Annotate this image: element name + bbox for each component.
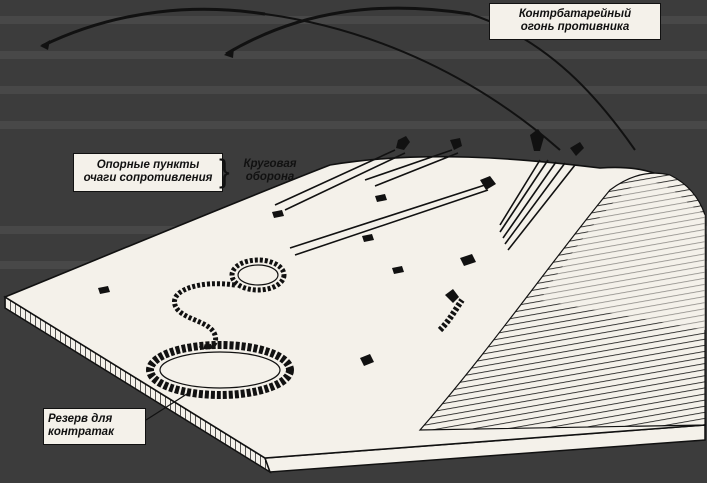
soldier-icon [362, 234, 374, 242]
strongpoints-line-1: Опорные пункты [96, 159, 200, 171]
trench-ring-small [229, 257, 287, 293]
fire-line-5 [289, 184, 486, 249]
fire-line-9 [502, 161, 557, 239]
strongpoints-label: Опорные пункты очаги сопротивления [73, 153, 223, 192]
fire-line-3 [364, 149, 453, 181]
fire-line-11 [507, 164, 576, 251]
soldier-icon [375, 194, 387, 202]
fire-lines [274, 149, 576, 256]
strongpoints-line-2: очаги сопротивления [83, 172, 213, 184]
fire-line-10 [504, 162, 566, 245]
reserve-pointer [145, 391, 191, 421]
fire-arc-1 [41, 7, 266, 48]
reserve-line-2: контратак [48, 426, 114, 438]
fire-arc-4 [264, 13, 561, 151]
soldier-icon [450, 138, 462, 150]
circular-defense-label: Круговая оборона [227, 153, 313, 192]
soldier-icon [396, 136, 410, 150]
soldier-icon [480, 176, 496, 190]
trench-ring-large-inner [159, 351, 281, 389]
brace-icon: } [219, 153, 230, 189]
soldier-icon [392, 266, 404, 274]
soldier-icon [272, 210, 284, 218]
trench-ring-large [146, 341, 294, 399]
trench-ring-inner [237, 264, 279, 286]
soldier-icon [460, 254, 476, 266]
circular-defense-line-1: Круговая [243, 158, 297, 170]
fire-line-6 [294, 189, 489, 256]
circular-defense-line-2: оборона [245, 171, 295, 183]
soldier-icon [570, 142, 584, 156]
fire-line-8 [499, 159, 549, 233]
reserve-label: Резерв для контратак [43, 408, 146, 445]
arrow-head-2 [224, 48, 234, 58]
counter-battery-line-1: Контрбатарейный [518, 8, 632, 20]
soldiers [98, 129, 584, 366]
fire-line-7 [499, 159, 541, 226]
arrow-head-1 [40, 40, 50, 50]
counter-battery-line-2: огонь противника [520, 21, 630, 33]
fire-arcs [41, 6, 636, 151]
hill-light [540, 182, 705, 330]
communication-trench [172, 281, 236, 350]
trenches [146, 257, 465, 399]
soldier-icon [98, 286, 110, 294]
soldier-icon [445, 289, 459, 303]
fire-line-2 [284, 152, 406, 211]
fire-line-1 [274, 149, 396, 206]
counter-battery-label: Контрбатарейный огонь противника [489, 3, 661, 40]
reserve-line-1: Резерв для [48, 413, 113, 425]
arc-arrow-heads [40, 40, 234, 58]
pointer-lines [145, 391, 191, 421]
fire-arc-2 [225, 6, 471, 56]
fire-line-4 [374, 152, 459, 187]
soldier-icon [530, 129, 544, 151]
soldier-icon [360, 354, 374, 366]
